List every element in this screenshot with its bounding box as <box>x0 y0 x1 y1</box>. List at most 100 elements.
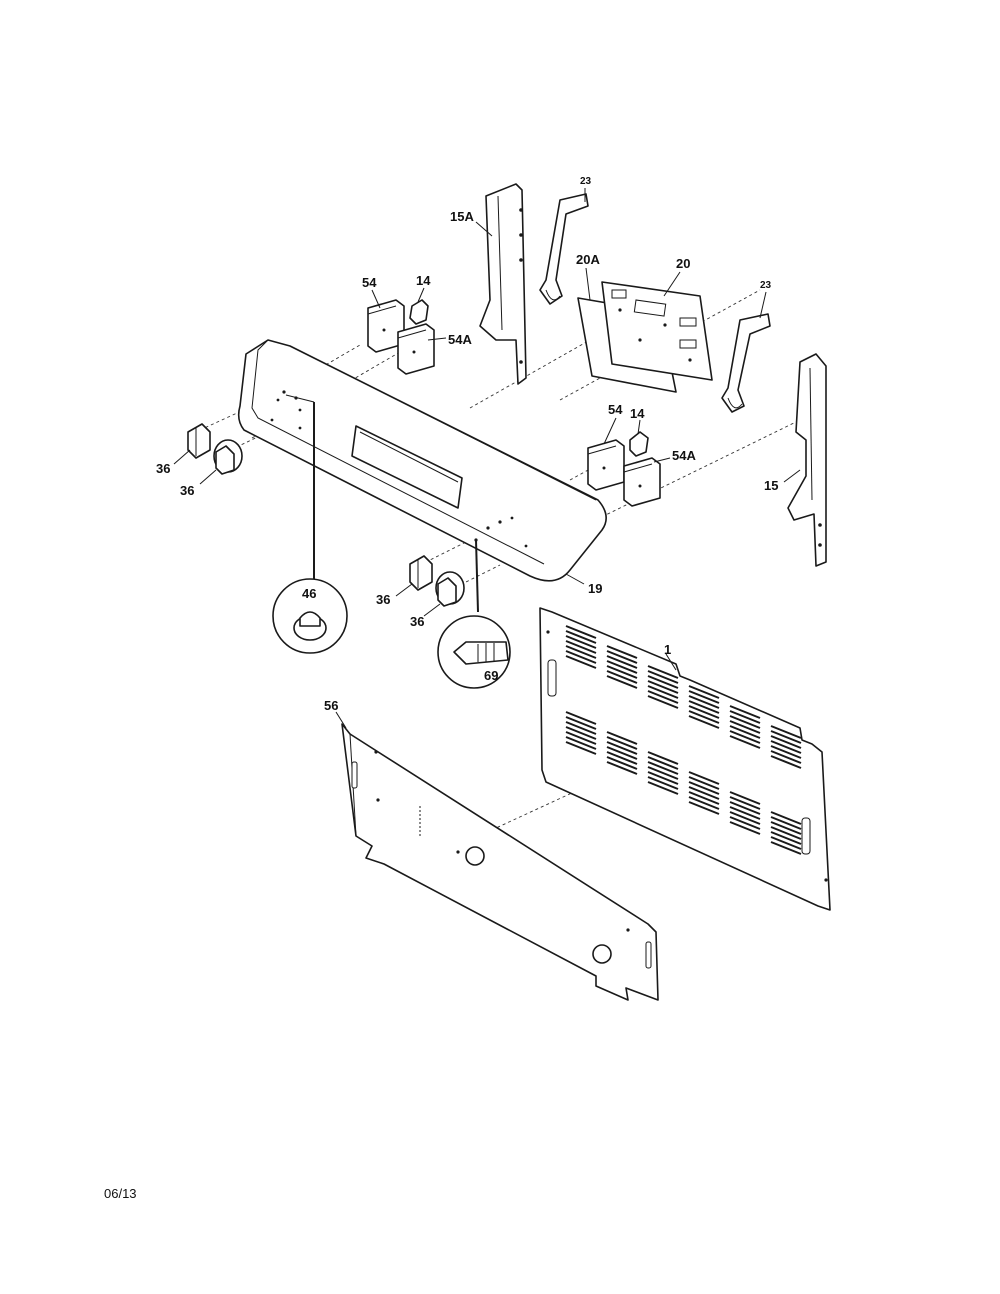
vent-slot <box>647 781 679 795</box>
vent-slot <box>688 776 720 790</box>
callout-15: 15 <box>764 478 778 493</box>
vent-slot <box>606 665 638 679</box>
vent-slot <box>729 806 761 820</box>
knob-36-a <box>187 423 211 459</box>
vent-slot <box>770 735 802 749</box>
vent-slot <box>770 831 802 845</box>
callout-20: 20 <box>676 256 690 271</box>
vent-slot <box>729 801 761 815</box>
vent-slot <box>729 796 761 810</box>
vent-slot <box>688 796 720 810</box>
vent-slots-lower <box>565 711 802 855</box>
vent-slot <box>688 781 720 795</box>
vent-slot <box>688 801 720 815</box>
callout-36-d: 36 <box>410 614 424 629</box>
vent-slot <box>729 735 761 749</box>
callout-1: 1 <box>664 642 671 657</box>
vent-slot <box>729 791 761 805</box>
knob-36-b <box>213 439 243 475</box>
vent-slot <box>606 761 638 775</box>
vent-slot <box>565 635 597 649</box>
vent-slot <box>729 816 761 830</box>
vent-slot <box>606 756 638 770</box>
vent-slot <box>647 771 679 785</box>
callout-54A-upper: 54A <box>448 332 472 347</box>
vent-slot <box>688 695 720 709</box>
vent-slot <box>770 841 802 855</box>
date-code: 06/13 <box>104 1186 137 1201</box>
callout-36-a: 36 <box>156 461 170 476</box>
callout-56: 56 <box>324 698 338 713</box>
vent-slot <box>729 720 761 734</box>
vent-slot <box>565 625 597 639</box>
vent-slot <box>565 731 597 745</box>
vent-slot <box>647 761 679 775</box>
vent-slot <box>729 821 761 835</box>
vent-slot <box>565 726 597 740</box>
vent-slot <box>606 731 638 745</box>
vent-slot <box>770 816 802 830</box>
vent-slot <box>647 690 679 704</box>
vent-slot <box>565 640 597 654</box>
vent-slot <box>565 711 597 725</box>
vent-slot <box>770 811 802 825</box>
vent-slot <box>606 645 638 659</box>
callout-23-right: 23 <box>760 280 772 291</box>
vent-slot <box>565 736 597 750</box>
switch-54-lower <box>587 439 625 491</box>
callout-46: 46 <box>302 586 316 601</box>
callout-19: 19 <box>588 581 602 596</box>
callout-14-upper: 14 <box>416 273 431 288</box>
vent-slot <box>729 705 761 719</box>
callout-54-upper: 54 <box>362 275 377 290</box>
switch-54-upper <box>367 299 405 353</box>
callout-labels: 15A 23 20A 20 23 54 14 54A 54 14 54A 15 … <box>156 176 778 713</box>
control-board-20 <box>601 281 713 381</box>
vent-slot <box>729 730 761 744</box>
vent-slot <box>688 791 720 805</box>
vent-slot <box>647 685 679 699</box>
vent-slot <box>688 710 720 724</box>
callout-54-lower: 54 <box>608 402 623 417</box>
callout-15A: 15A <box>450 209 474 224</box>
vent-slot <box>770 826 802 840</box>
rear-panel-1 <box>539 607 831 911</box>
vent-slot <box>565 741 597 755</box>
vent-slot <box>647 670 679 684</box>
knob-36-c <box>409 555 433 591</box>
vent-slot <box>647 776 679 790</box>
hook-bracket-23-right <box>721 313 771 413</box>
vent-slot <box>647 665 679 679</box>
vent-slot <box>770 745 802 759</box>
leader-lines <box>173 188 801 729</box>
vent-slot <box>647 751 679 765</box>
vent-slot <box>770 836 802 850</box>
vent-slot <box>565 655 597 669</box>
vent-slot <box>770 750 802 764</box>
vent-slot <box>565 630 597 644</box>
vent-slot <box>647 756 679 770</box>
vent-slot <box>647 675 679 689</box>
vent-slot <box>606 655 638 669</box>
vent-slot <box>647 766 679 780</box>
vent-slot <box>770 725 802 739</box>
callout-36-c: 36 <box>376 592 390 607</box>
vent-slot <box>688 690 720 704</box>
control-panel-19 <box>237 339 607 582</box>
callout-69: 69 <box>484 668 498 683</box>
vent-slot <box>688 715 720 729</box>
vent-slot <box>729 811 761 825</box>
detail-46 <box>272 394 348 654</box>
vent-slots-upper <box>565 625 802 769</box>
vent-slot <box>606 670 638 684</box>
switch-54A-upper <box>397 323 435 375</box>
callout-36-b: 36 <box>180 483 194 498</box>
knob-shaft-14-upper <box>409 299 429 325</box>
vent-slot <box>770 730 802 744</box>
vent-slot <box>606 650 638 664</box>
vent-slot <box>606 751 638 765</box>
callout-20A: 20A <box>576 252 600 267</box>
vent-slot <box>688 786 720 800</box>
vent-slot <box>606 741 638 755</box>
